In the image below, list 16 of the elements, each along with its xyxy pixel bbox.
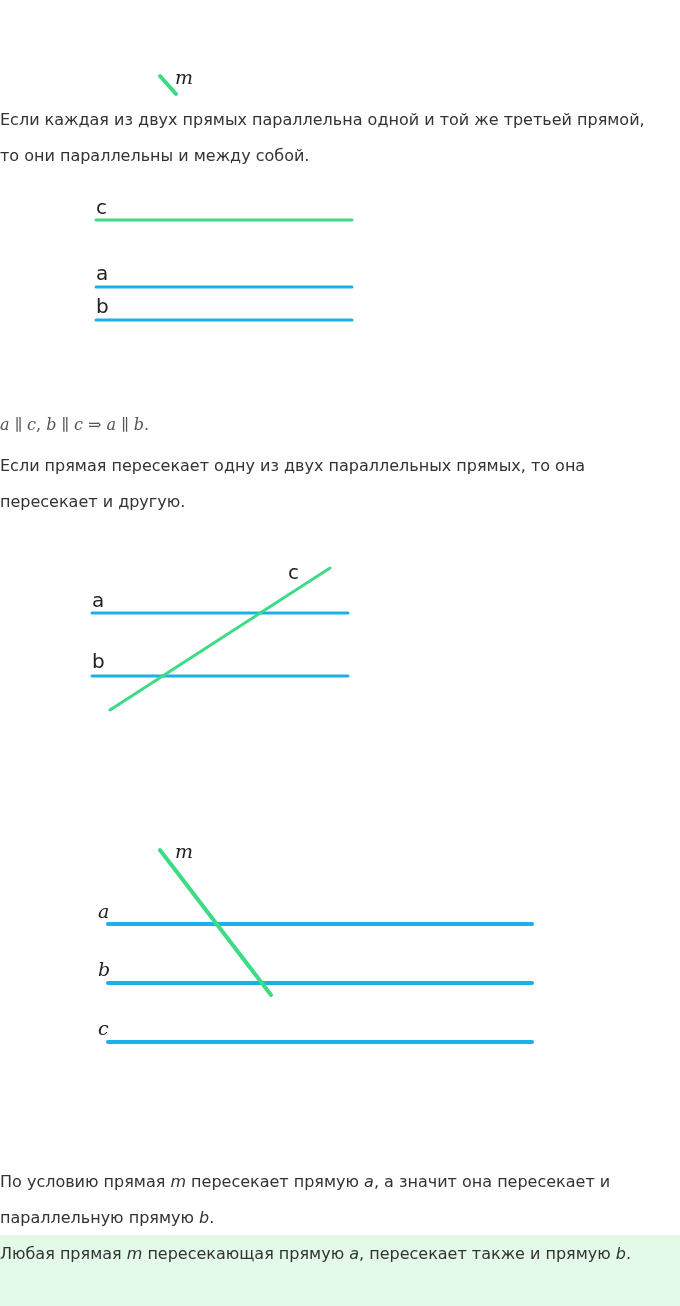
paragraph: По условию прямая m пересекает прямую a, а значит она пересекает и параллельную прямую b. bbox=[0, 1171, 612, 1229]
line-label: a bbox=[96, 262, 109, 284]
line-label: c bbox=[96, 196, 107, 218]
paragraph: Если каждая из двух прямых параллельна одной и той же третьей прямой, то они параллельны и между собой. bbox=[0, 109, 646, 167]
line-label: c bbox=[288, 561, 299, 583]
formula: a ∥ c, b ∥ c ⇒ a ∥ b. bbox=[0, 414, 150, 436]
line-label: m bbox=[175, 840, 194, 862]
line-label: a bbox=[98, 900, 110, 922]
line-label: m bbox=[175, 66, 194, 88]
paragraph: Любая прямая m пересекающая прямую a, пересекает также и прямую b. bbox=[0, 1243, 633, 1265]
line-label: b bbox=[98, 958, 111, 980]
line-label: b bbox=[92, 650, 105, 672]
line-label: c bbox=[98, 1017, 109, 1039]
paragraph: Если прямая пересекает одну из двух параллельных прямых, то она пересекает и другую. bbox=[0, 455, 587, 513]
line-label: b bbox=[96, 295, 109, 317]
line-label: a bbox=[92, 589, 105, 611]
